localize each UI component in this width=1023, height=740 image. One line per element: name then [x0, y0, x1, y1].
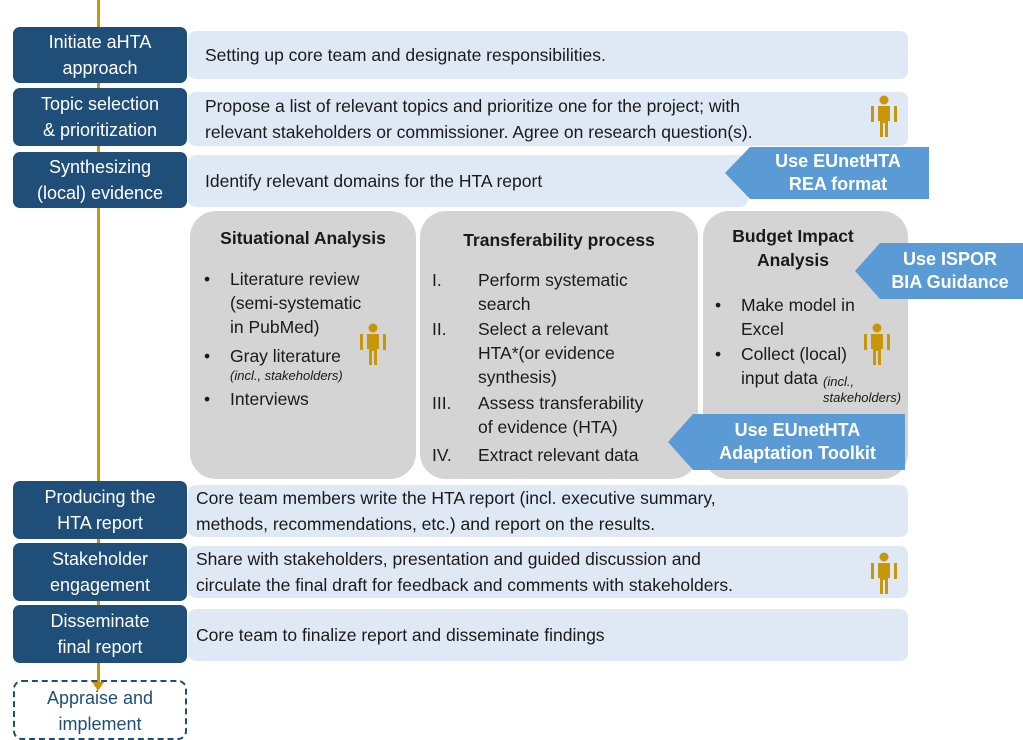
situational-item-2-text: Gray literature: [230, 346, 341, 366]
bullet-symbol: •: [715, 344, 722, 364]
numeral-3: III.: [432, 393, 452, 413]
desc-topic-selection: Propose a list of relevant topics and pr…: [188, 92, 908, 146]
desc-initiate-text: Setting up core team and designate respo…: [205, 45, 606, 65]
stakeholder-person-icon: [871, 552, 897, 594]
step-disseminate: Disseminate final report: [13, 605, 187, 663]
transferability-item-4-text: Extract relevant data: [478, 445, 639, 465]
bullet-symbol: •: [204, 346, 211, 366]
step-initiate: Initiate aHTA approach: [13, 27, 187, 83]
callout-eunethta-adaptation: Use EUnetHTA Adaptation Toolkit: [668, 414, 905, 470]
panel-budget-title: Budget Impact Analysis: [732, 226, 854, 270]
step-producing: Producing the HTA report: [13, 481, 187, 539]
step-synthesizing: Synthesizing (local) evidence: [13, 152, 187, 208]
bullet-symbol: •: [715, 295, 722, 315]
panel-transferability-title: Transferability process: [463, 230, 655, 250]
transferability-item-3-text: Assess transferability of evidence (HTA): [478, 393, 644, 437]
desc-topic-selection-text: Propose a list of relevant topics and pr…: [205, 96, 753, 142]
bullet-symbol: •: [204, 389, 211, 409]
desc-synthesizing-text: Identify relevant domains for the HTA re…: [205, 171, 543, 191]
bullet-symbol: •: [204, 269, 211, 289]
step-topic-selection: Topic selection & prioritization: [13, 88, 187, 146]
stakeholder-person-icon: [864, 323, 890, 365]
callout-ispor-bia: Use ISPOR BIA Guidance: [855, 243, 1023, 299]
numeral-2: II.: [432, 319, 447, 339]
situational-item-3-text: Interviews: [230, 389, 309, 409]
desc-producing-text: Core team members write the HTA report (…: [196, 488, 716, 534]
panel-situational-title: Situational Analysis: [220, 228, 386, 248]
numeral-1: I.: [432, 270, 442, 290]
desc-disseminate-text: Core team to finalize report and dissemi…: [196, 625, 605, 645]
transferability-item-1-text: Perform systematic search: [478, 270, 628, 314]
timeline-line: [97, 0, 100, 686]
budget-item-2-text: Collect (local) input data: [741, 344, 847, 388]
numeral-4: IV.: [432, 445, 452, 465]
step-appraise: Appraise and implement: [13, 680, 187, 740]
timeline-arrowhead: [92, 682, 104, 691]
step-stakeholder: Stakeholder engagement: [13, 543, 187, 601]
stakeholder-person-icon: [871, 95, 897, 137]
situational-gray-note: (incl., stakeholders): [230, 368, 343, 383]
stakeholder-person-icon: [360, 323, 386, 365]
desc-stakeholder-text: Share with stakeholders, presentation an…: [196, 549, 733, 595]
desc-stakeholder: Share with stakeholders, presentation an…: [188, 546, 908, 598]
transferability-item-2-text: Select a relevant HTA*(or evidence synth…: [478, 319, 615, 387]
situational-item-1-text: Literature review (semi-systematic in Pu…: [230, 269, 362, 337]
budget-item-1-text: Make model in Excel: [741, 295, 855, 339]
budget-input-note: (incl., stakeholders): [823, 374, 902, 405]
desc-producing: Core team members write the HTA report (…: [188, 485, 908, 537]
desc-synthesizing: Identify relevant domains for the HTA re…: [188, 155, 748, 207]
callout-eunethta-rea: Use EUnetHTA REA format: [725, 147, 929, 199]
desc-disseminate: Core team to finalize report and dissemi…: [188, 609, 908, 661]
panel-transferability: Transferability process I. Perform syste…: [420, 211, 698, 479]
desc-initiate: Setting up core team and designate respo…: [188, 31, 908, 79]
